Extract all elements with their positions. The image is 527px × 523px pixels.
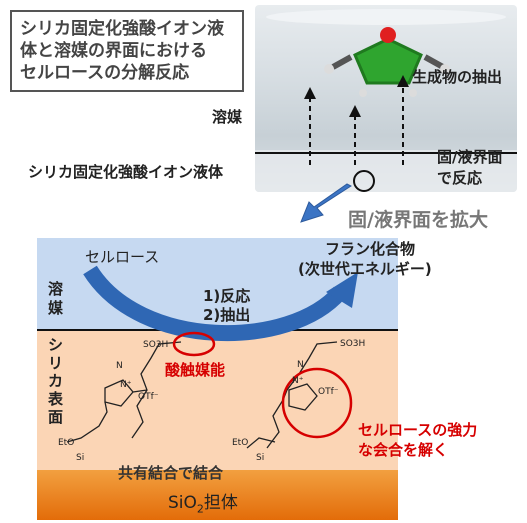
support-label-sub: 2 (196, 502, 204, 516)
extraction-label: 生成物の抽出 (412, 68, 503, 86)
unbind-label-2: な会合を解く (358, 441, 449, 459)
silica-char-1: シ (48, 336, 64, 354)
covalent-label: 共有結合で結合 (118, 464, 224, 482)
ionic-liquid-structure (66, 331, 353, 449)
interface-label-2: で反応 (437, 169, 483, 187)
silica-char-2: リ (48, 354, 64, 372)
n-right: N (297, 360, 304, 370)
otf-label-left: OTf⁻ (138, 392, 159, 402)
eto-label-left: EtO (58, 438, 75, 448)
title-line-3: セルロースの分解反応 (20, 63, 190, 83)
beaker-illustration (255, 9, 517, 192)
zoom-arrow (300, 183, 353, 223)
support-label-pre: SiO (168, 493, 197, 513)
solvent-label: 溶媒 (212, 108, 243, 126)
step-1: 1)反応 (203, 287, 251, 305)
eto-label-right: EtO (232, 438, 249, 448)
interface-label-1: 固/液界面 (437, 148, 503, 166)
silica-char-4: 表 (48, 390, 64, 408)
furan-label-1: フラン化合物 (325, 240, 416, 258)
title-box: シリカ固定化強酸イオン液 体と溶媒の界面における セルロースの分解反応 (10, 10, 244, 92)
acid-site-highlight (172, 331, 216, 357)
so3h-label-right: SO3H (340, 339, 366, 349)
solvent-side-2: 媒 (48, 299, 64, 317)
solvent-side-1: 溶 (48, 280, 64, 298)
otf-label-right: OTf⁻ (318, 387, 339, 397)
zoom-label: 固/液界面を拡大 (348, 209, 488, 231)
cellulose-label: セルロース (85, 248, 160, 266)
support-label-post: 担体 (203, 493, 238, 513)
support-region (37, 470, 398, 520)
so3h-label-left: SO3H (143, 340, 169, 350)
step-2: 2)抽出 (203, 306, 251, 324)
title-line-1: シリカ固定化強酸イオン液 (20, 19, 224, 39)
silica-char-3: カ (48, 372, 64, 390)
support-label: SiO2担体 (168, 488, 238, 515)
furan-label-2: (次世代エネルギー) (298, 260, 432, 278)
silica-char-5: 面 (48, 408, 64, 426)
silica-region (37, 330, 398, 470)
si-label-left: Si (76, 453, 85, 463)
furan-molecule (324, 27, 450, 97)
beaker-photo (255, 5, 517, 192)
association-highlight (281, 367, 353, 439)
si-label-right: Si (256, 453, 265, 463)
title-line-2: 体と溶媒の界面における (20, 41, 207, 61)
n-left: N (116, 361, 123, 371)
n-plus-left: N⁺ (120, 380, 132, 390)
acid-catalyst-label: 酸触媒能 (165, 361, 226, 379)
unbind-label-1: セルロースの強力 (358, 421, 478, 439)
reaction-arrow (83, 265, 358, 342)
n-plus-right: N⁺ (292, 376, 304, 386)
ionic-liquid-label: シリカ固定化強酸イオン液体 (28, 163, 224, 181)
